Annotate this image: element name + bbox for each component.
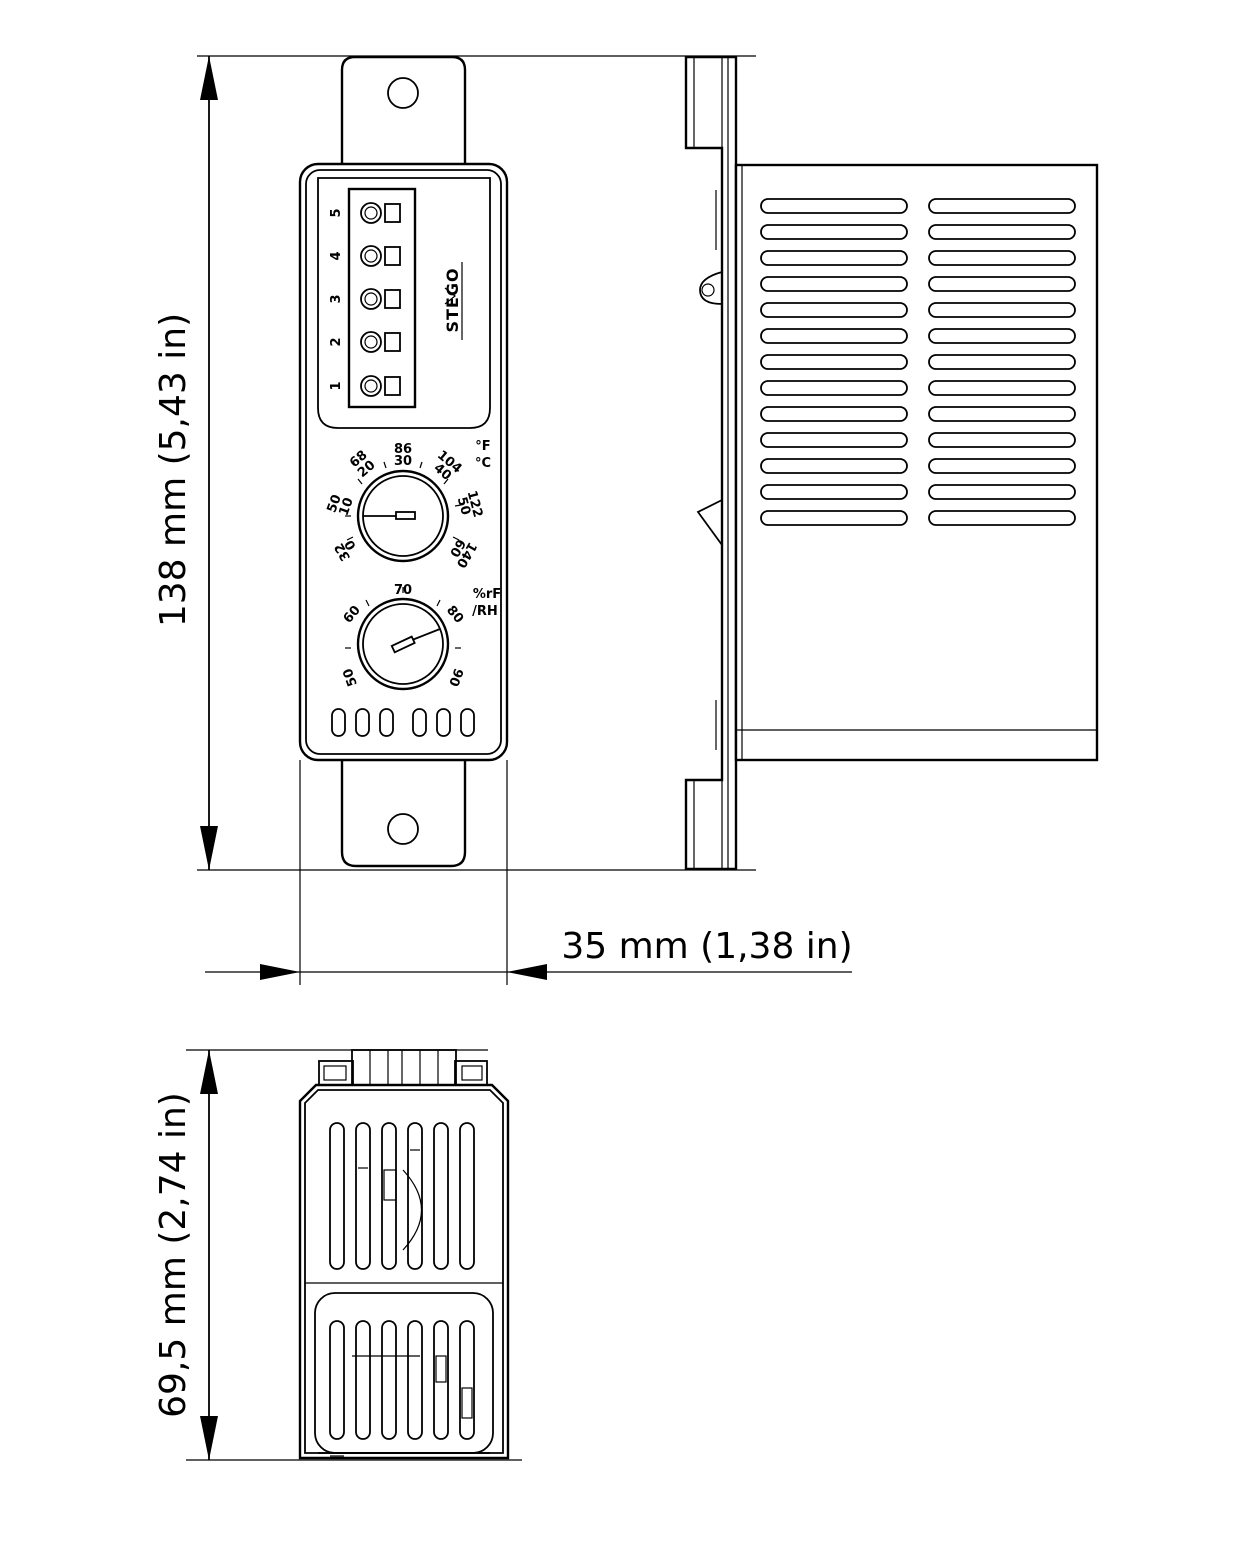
temp-label-50f: 50 (325, 493, 345, 515)
rh-label-70: 70 (394, 583, 412, 598)
temperature-ticks (345, 461, 462, 541)
temp-label-50c: 50 (454, 495, 473, 516)
temp-label-30c: 30 (394, 454, 412, 469)
terminal-label-3: 3 (329, 294, 344, 303)
temp-unit-f: °F (475, 439, 490, 454)
temp-label-86f: 86 (394, 442, 412, 457)
terminal-5: 5 (329, 202, 401, 224)
front-view: 5 4 3 2 1 (298, 55, 509, 868)
terminal-2: 2 (329, 331, 401, 353)
humidity-ticks (345, 587, 461, 649)
temp-label-122f: 122 (464, 489, 486, 519)
terminal-4: 4 (329, 245, 401, 267)
rh-unit-line1: %rF (473, 587, 501, 602)
rh-unit-line2: /RH (472, 604, 498, 619)
side-vent-slots (760, 198, 1076, 526)
terminal-3: 3 (329, 288, 401, 310)
front-vent-slots (331, 708, 475, 737)
stego-logo: STEGO (443, 262, 463, 340)
temp-label-10c: 10 (337, 496, 357, 518)
side-view (684, 55, 1099, 871)
temp-unit-c: °C (475, 456, 491, 471)
rh-label-50: 50 (341, 666, 361, 688)
bottom-vent-slots-lower (329, 1320, 475, 1440)
dimension-height-bottom: 69,5 mm (2,74 in) (153, 1049, 522, 1461)
dimension-height-bottom-label: 69,5 mm (2,74 in) (153, 1092, 194, 1418)
dimension-width-front-label: 35 mm (1,38 in) (561, 926, 852, 967)
dimension-width-front: 35 mm (1,38 in) (205, 760, 853, 985)
terminal-label-4: 4 (329, 251, 344, 260)
dimension-height-front: 138 mm (5,43 in) (153, 55, 756, 871)
terminal-label-2: 2 (329, 337, 344, 346)
terminal-1: 1 (329, 375, 401, 397)
terminal-label-1: 1 (329, 381, 344, 390)
brand-name: STEGO (443, 267, 462, 332)
terminal-block: 5 4 3 2 1 (329, 202, 401, 397)
terminal-label-5: 5 (329, 208, 344, 217)
rh-label-90: 90 (445, 666, 465, 688)
bottom-view (298, 1049, 510, 1460)
dimension-height-front-label: 138 mm (5,43 in) (153, 313, 194, 627)
bottom-vent-slots-upper (329, 1122, 475, 1270)
